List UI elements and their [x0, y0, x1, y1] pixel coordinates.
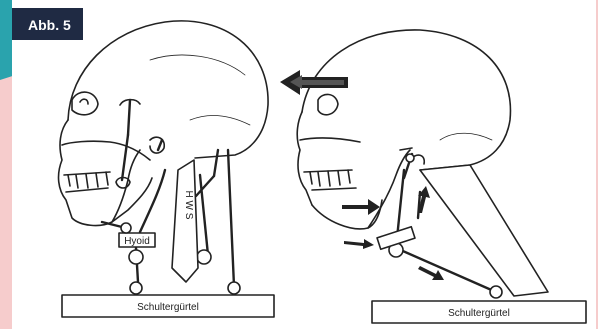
hyoid-label: Hyoid — [124, 236, 150, 247]
shoulder-joint-left-a — [130, 282, 142, 294]
left-skull — [59, 21, 269, 226]
figure-badge: Abb. 5 — [12, 8, 83, 40]
cervical-spine — [172, 160, 198, 282]
shoulder-joint-left-b — [228, 282, 240, 294]
right-base-label: Schultergürtel — [448, 308, 510, 319]
right-arrow-icon-1 — [342, 199, 380, 215]
left-base-label: Schultergürtel — [137, 302, 199, 313]
spine-joint — [197, 250, 211, 264]
hyoid-joint — [129, 250, 143, 264]
right-arrow-icon-2 — [344, 239, 374, 249]
spine-label: H W S — [183, 191, 194, 220]
